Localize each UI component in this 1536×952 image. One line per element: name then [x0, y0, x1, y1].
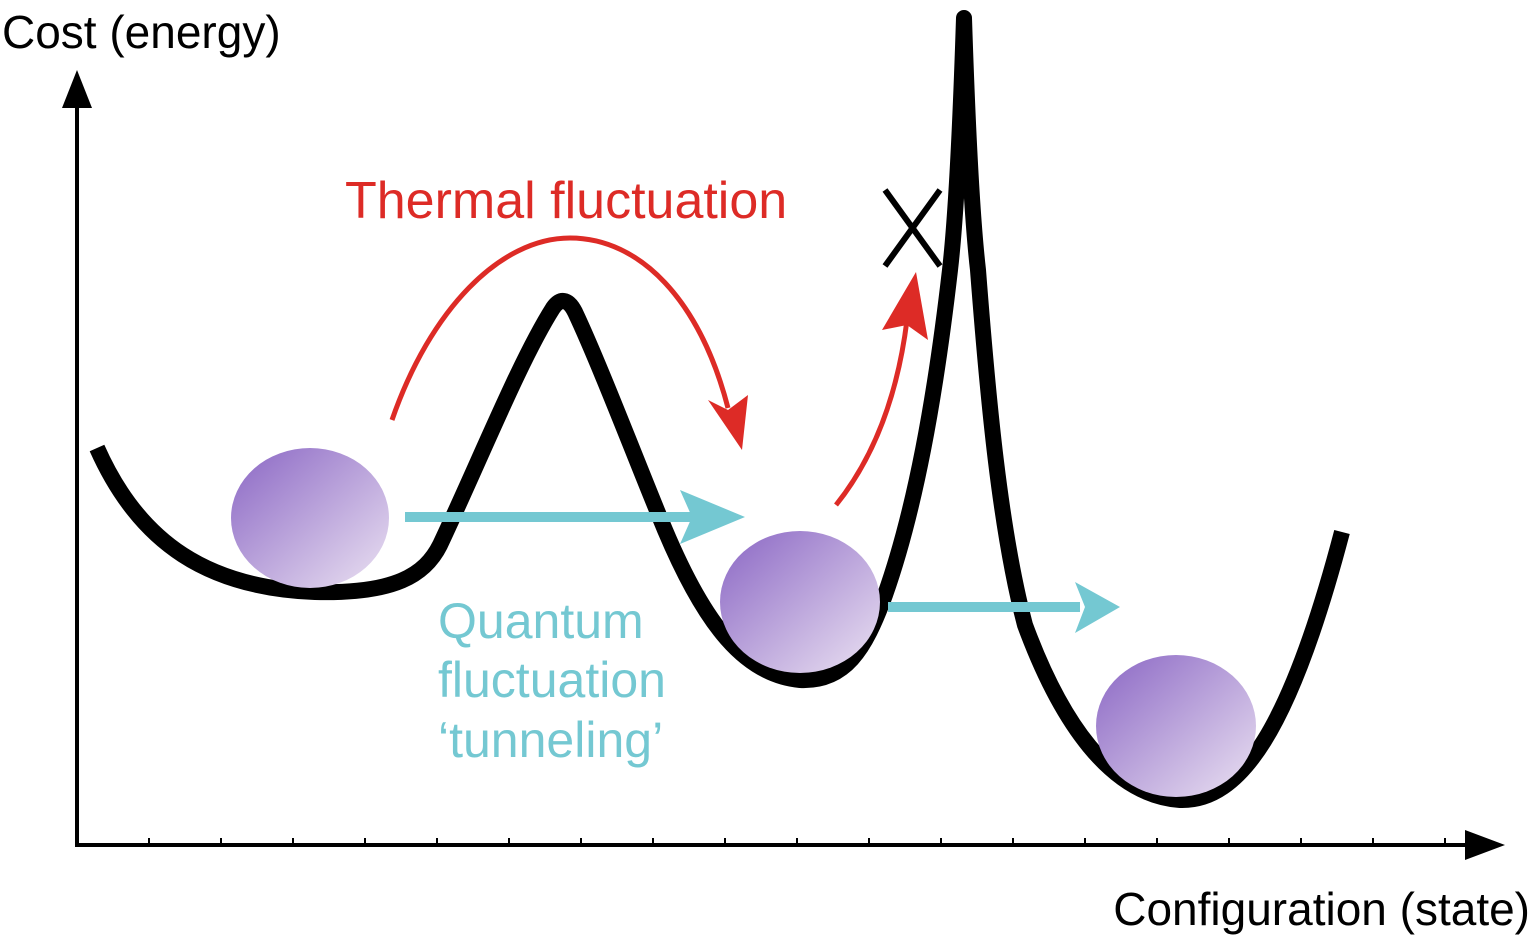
thermal-arrows	[389, 235, 928, 507]
tunnel-arrow-1-head	[680, 490, 745, 544]
balls	[231, 448, 1256, 797]
thermal-arc-blocked	[834, 319, 910, 507]
ball-middle-minimum	[720, 531, 880, 673]
thermal-fluctuation-label: Thermal fluctuation	[345, 172, 787, 230]
x-axis-arrowhead	[1465, 830, 1505, 860]
x-axis-ticks	[148, 838, 1446, 845]
ball-right-minimum	[1096, 655, 1256, 797]
ball-left-minimum	[231, 448, 389, 588]
quantum-arrows	[405, 490, 1120, 633]
thermal-arrowhead-down	[708, 395, 748, 450]
blocked-cross-icon	[882, 188, 943, 268]
thermal-arrowhead-up	[882, 272, 928, 340]
x-axis-label: Configuration (state)	[1113, 883, 1530, 935]
thermal-arc-over-barrier	[389, 235, 731, 421]
quantum-label-line2: fluctuation	[438, 652, 666, 708]
energy-curve	[89, 10, 1350, 809]
tunnel-arrow-2-head	[1075, 582, 1120, 633]
y-axis-label: Cost (energy)	[2, 6, 281, 58]
y-axis-arrowhead	[62, 70, 92, 108]
quantum-label-line3: ‘tunneling’	[438, 712, 663, 768]
axes: Cost (energy) Configuration (state)	[2, 6, 1530, 935]
quantum-fluctuation-label: Quantum fluctuation ‘tunneling’	[438, 593, 666, 768]
quantum-label-line1: Quantum	[438, 593, 644, 649]
